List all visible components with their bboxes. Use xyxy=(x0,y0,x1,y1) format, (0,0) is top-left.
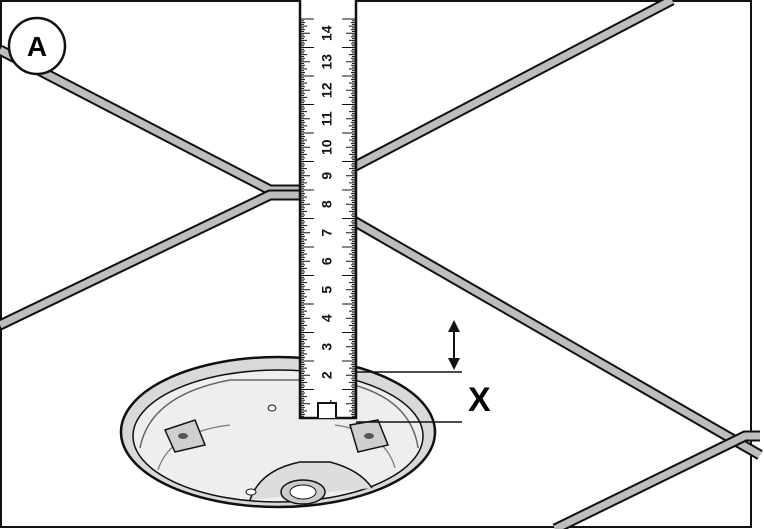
tape-hook xyxy=(317,402,337,418)
dimension-indicator: X xyxy=(356,320,491,423)
panel-label-badge: A xyxy=(7,16,67,76)
tape-number: 11 xyxy=(319,111,335,126)
tape-number: 13 xyxy=(319,54,335,70)
tape-measure: 1234567891011121314 xyxy=(298,0,358,420)
tape-number: 8 xyxy=(319,200,335,208)
tape-number: 3 xyxy=(319,343,335,351)
tape-number: 10 xyxy=(319,139,335,155)
tape-number: 6 xyxy=(319,257,335,265)
recessed-housing xyxy=(119,355,437,509)
tape-number: 9 xyxy=(319,172,335,180)
dimension-label-x: X xyxy=(468,381,491,419)
panel-label-text: A xyxy=(27,31,47,62)
tape-ticks xyxy=(300,18,356,419)
tape-number: 5 xyxy=(319,286,335,294)
tape-number: 2 xyxy=(319,371,335,379)
panel-label-circle xyxy=(7,16,67,76)
tape-number: 14 xyxy=(319,25,335,41)
tape-number: 12 xyxy=(319,82,335,98)
tape-number: 7 xyxy=(319,229,335,237)
tape-numbers: 1234567891011121314 xyxy=(319,25,335,407)
tape-number: 4 xyxy=(319,314,335,322)
